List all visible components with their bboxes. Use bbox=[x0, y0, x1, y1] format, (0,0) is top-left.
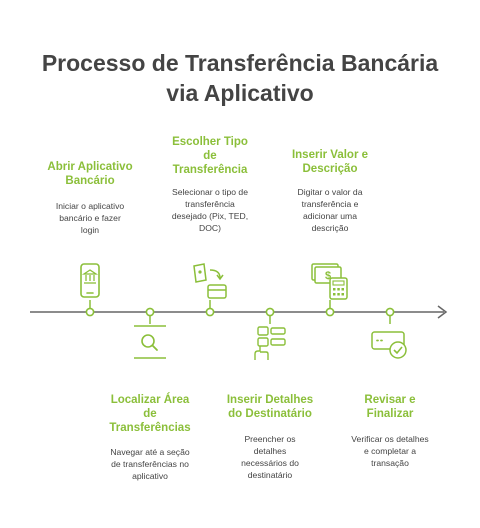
transfer-type-icon bbox=[193, 263, 227, 299]
review-check-icon bbox=[371, 331, 407, 359]
step-desc-5: Digitar o valor da transferência e adici… bbox=[297, 187, 363, 233]
title-line-1: Processo de Transferência Bancária bbox=[41, 50, 439, 76]
step-dot-3 bbox=[205, 307, 215, 317]
svg-text:$: $ bbox=[325, 270, 331, 282]
step-title-3: Escolher Tipo de Transferência bbox=[172, 136, 248, 176]
step-dot-1 bbox=[85, 307, 95, 317]
recipient-details-icon bbox=[254, 326, 286, 360]
phone-bank-icon bbox=[80, 263, 100, 298]
step-dot-4 bbox=[265, 307, 275, 317]
step-desc-2: Navegar até a seção de transferências no… bbox=[110, 447, 190, 481]
step-desc-6: Verificar os detalhes e completar a tran… bbox=[351, 434, 429, 468]
step-dot-5 bbox=[325, 307, 335, 317]
step-desc-1: Iniciar o aplicativo bancário e fazer lo… bbox=[55, 201, 125, 235]
diagram-title: Processo de Transferência Bancária via A… bbox=[20, 48, 460, 108]
step-desc-4: Preencher os detalhes necessários do des… bbox=[241, 434, 299, 480]
step-desc-3: Selecionar o tipo de transferência desej… bbox=[171, 187, 249, 233]
step-dot-6 bbox=[385, 307, 395, 317]
step-title-4: Inserir Detalhes do Destinatário bbox=[226, 394, 314, 420]
step-dot-2 bbox=[145, 307, 155, 317]
step-title-6: Revisar e Finalizar bbox=[364, 394, 416, 420]
timeline-arrow bbox=[437, 305, 448, 319]
money-calculator-icon: $ bbox=[311, 263, 348, 300]
search-icon bbox=[134, 325, 166, 359]
step-title-1: Abrir Aplicativo Bancário bbox=[47, 161, 133, 187]
step-title-2: Localizar Área de Transferências bbox=[109, 394, 191, 434]
step-title-5: Inserir Valor e Descrição bbox=[291, 149, 369, 175]
title-line-2: via Aplicativo bbox=[166, 80, 314, 106]
